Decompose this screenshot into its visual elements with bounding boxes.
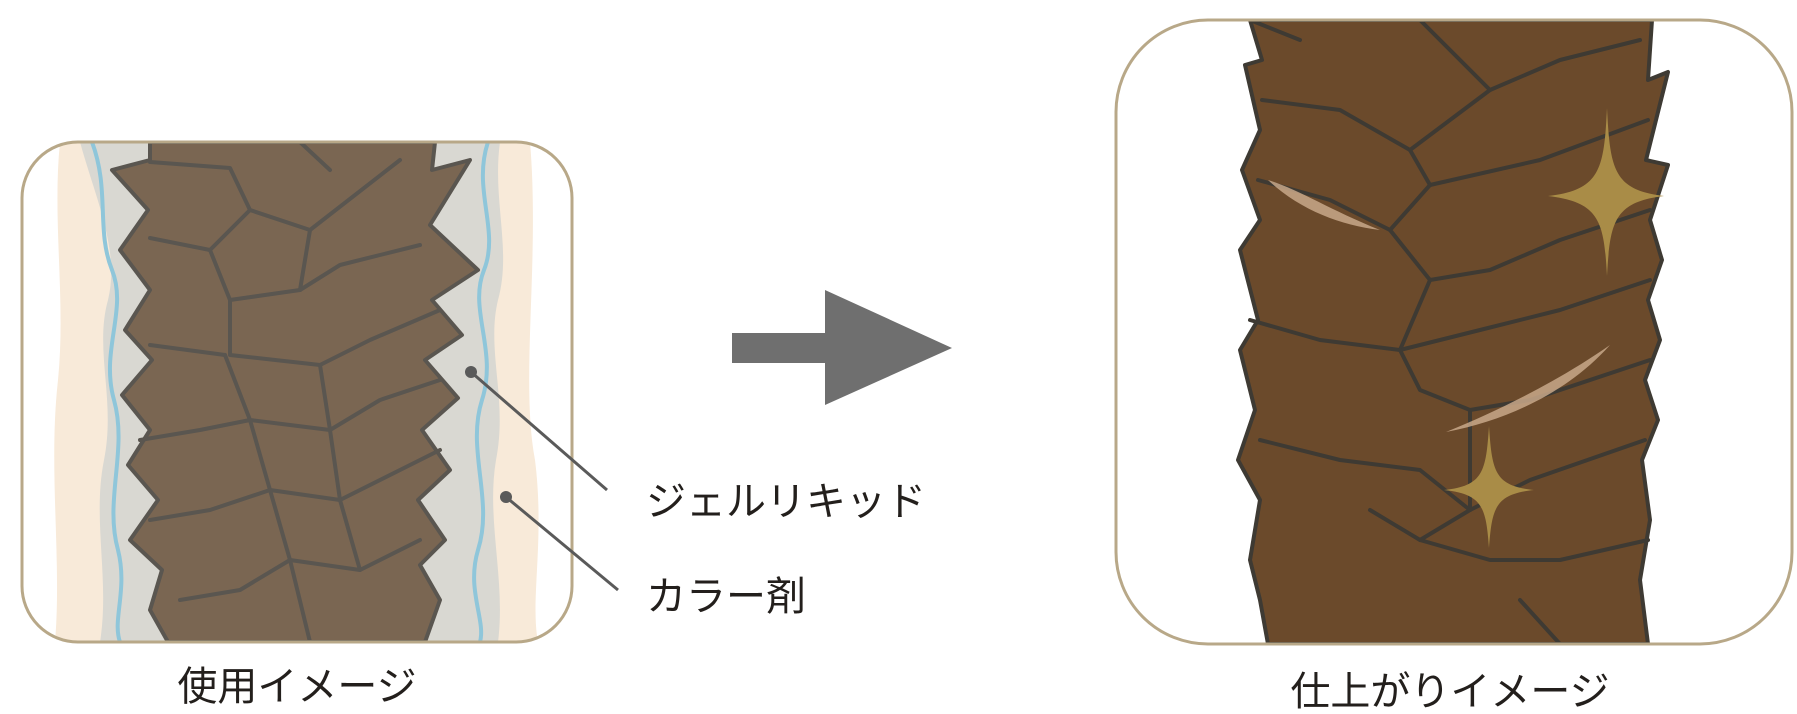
hair-shaft-before [110, 142, 480, 642]
shine-highlight-upper [1268, 180, 1380, 230]
finish-image-caption: 仕上がりイメージ [1290, 669, 1609, 714]
cuticle-lines-after [1248, 20, 1652, 644]
usage-image-panel [20, 140, 574, 644]
right-arrow-icon [732, 290, 952, 405]
sparkle-icon [1444, 426, 1534, 548]
gel-edge-left [90, 142, 124, 642]
cuticle-lines-before [138, 142, 442, 642]
callout-color-agent: カラー剤 [646, 574, 806, 620]
usage-image-caption: 使用イメージ [177, 664, 416, 710]
callout-gel-liquid: ジェルリキッド [646, 479, 926, 525]
finish-image-frame [1114, 18, 1794, 646]
hair-shaft-after [1236, 20, 1670, 644]
finish-image-panel [1114, 18, 1794, 646]
sparkle-icon [1548, 108, 1664, 276]
usage-image-frame [20, 140, 574, 644]
callout-leaders [465, 366, 619, 592]
gel-edge-right [472, 142, 492, 642]
